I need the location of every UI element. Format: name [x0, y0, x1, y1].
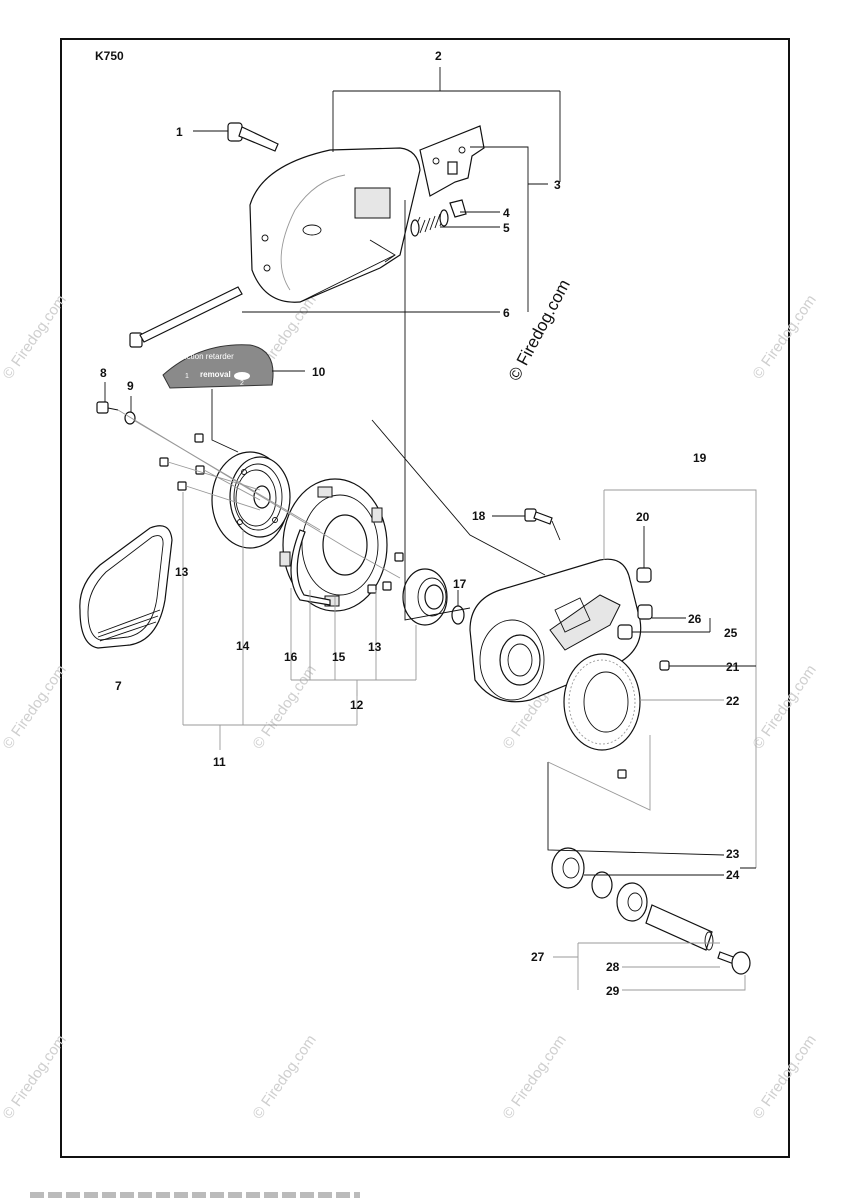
callout-25: 25: [724, 626, 738, 640]
part-clutch-screws: [367, 552, 404, 594]
watermark-text: © Firedog.com: [749, 1032, 819, 1123]
callout-13b: 13: [368, 640, 382, 654]
callout-21: 21: [726, 660, 740, 674]
part-drive-belt: [79, 525, 173, 649]
callout-22: 22: [726, 694, 740, 708]
leader-lines: [104, 67, 757, 991]
watermark-text: © Firedog.com: [249, 1032, 319, 1123]
callout-1: 1: [176, 125, 183, 139]
callout-23: 23: [726, 847, 740, 861]
callout-6: 6: [503, 306, 510, 320]
callout-29: 29: [606, 984, 620, 998]
part-toothed-ring: [563, 653, 641, 751]
callout-18: 18: [472, 509, 486, 523]
callout-5: 5: [503, 221, 510, 235]
watermark-text: © Firedog.com: [0, 662, 70, 753]
part-shaft-bolt: [717, 951, 751, 975]
callout-15: 15: [332, 650, 346, 664]
part-washer: [124, 411, 136, 425]
callout-13a: 13: [175, 565, 189, 579]
watermark-text: © Firedog.com: [0, 292, 70, 383]
callout-26: 26: [688, 612, 702, 626]
part-bearing-seat: [402, 568, 448, 626]
callout-4: 4: [503, 206, 510, 220]
callout-27: 27: [531, 950, 545, 964]
callout-19: 19: [693, 451, 707, 465]
part-sticker: friction retarder removal 1 2: [162, 344, 274, 389]
part-bearings: [551, 847, 648, 922]
watermark-layer: © Firedog.com © Firedog.com © Firedog.co…: [0, 292, 820, 1123]
watermark-text: © Firedog.com: [249, 662, 319, 753]
callout-12: 12: [350, 698, 364, 712]
part-shaft: [645, 904, 714, 951]
part-friction-band: [290, 529, 331, 606]
callout-24: 24: [726, 868, 740, 882]
part-bolt: [227, 122, 279, 152]
part-cover-screw: [524, 508, 553, 525]
part-plate: [449, 199, 467, 218]
callout-20: 20: [636, 510, 650, 524]
callout-3: 3: [554, 178, 561, 192]
part-pulley-screws: [159, 433, 205, 491]
diagram-frame: [60, 38, 790, 1158]
callout-8: 8: [100, 366, 107, 380]
callout-16: 16: [284, 650, 298, 664]
watermark-text: © Firedog.com: [749, 292, 819, 383]
callout-17: 17: [453, 577, 467, 591]
callout-labels: 1 2 3 4 5 6 7 8 9 10 11 12 13 13 14 15 1…: [100, 49, 740, 998]
part-long-bolt: [129, 286, 243, 348]
sticker-n1: 1: [185, 373, 189, 380]
part-spring: [410, 209, 449, 237]
part-nuts: [617, 567, 653, 640]
part-circlip: [451, 605, 465, 625]
part-ring-bolt: [617, 769, 627, 779]
watermark-text: © Firedog.com: [749, 662, 819, 753]
part-ring-screw: [659, 660, 670, 671]
callout-2: 2: [435, 49, 442, 63]
part-pulley: [211, 451, 291, 549]
part-screw: [96, 401, 119, 414]
model-label: K750: [95, 49, 124, 63]
bottom-strip: [30, 1192, 360, 1198]
watermark-text: © Firedog.com: [0, 1032, 70, 1123]
part-belt-guard: [249, 147, 421, 303]
part-bracket: [419, 125, 485, 197]
callout-11: 11: [213, 755, 226, 769]
watermark-text: © Firedog.com: [499, 1032, 569, 1123]
callout-7: 7: [115, 679, 122, 693]
main-watermark: © Firedog.com: [505, 276, 574, 384]
callout-14: 14: [236, 639, 250, 653]
sticker-n2: 2: [240, 380, 244, 387]
callout-10: 10: [312, 365, 326, 379]
callout-9: 9: [127, 379, 134, 393]
part-clutch-plate: [279, 478, 388, 612]
sticker-line1: friction retarder: [180, 352, 234, 361]
sticker-line2: removal: [200, 370, 231, 379]
callout-28: 28: [606, 960, 620, 974]
